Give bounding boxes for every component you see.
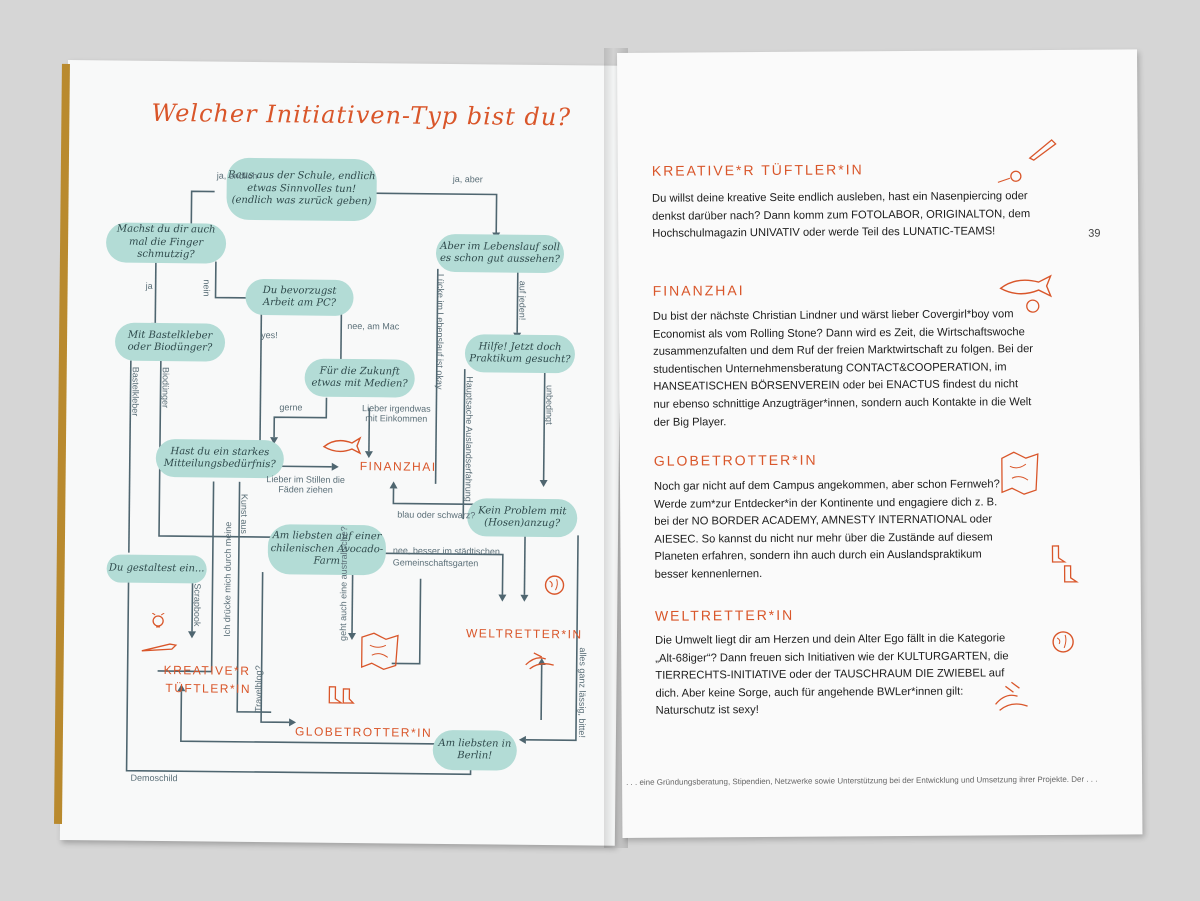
page-footer: . . . eine Gründungsberatung, Stipendien… (626, 774, 1098, 787)
label-scrapbook: Scrapbook (192, 583, 203, 627)
label-nee-mac: nee, am Mac (347, 320, 400, 332)
hands-icon (995, 681, 1028, 711)
left-page: Welcher Initiativen-Typ bist du? (53, 60, 623, 846)
label-nee-staedt: nee, besser im städtischen (392, 545, 500, 557)
section-heading-weltretter: WELTRETTER*IN (654, 606, 795, 624)
label-ja: ja (145, 280, 153, 291)
lightbulb-icon (997, 170, 1022, 183)
section-text-kreative: Du willst deine kreative Seite endlich a… (651, 190, 1031, 240)
map-icon (1001, 451, 1039, 495)
section-heading-globetrotter: GLOBETROTTER*IN (653, 451, 818, 469)
bubble-medien: Für die Zukunft etwas mit Medien? (304, 358, 415, 398)
section-heading-kreative: KREATIVE*R TÜFTLER*IN (651, 161, 864, 179)
label-demoschild: Demoschild (130, 772, 178, 784)
hands-icon (525, 652, 554, 670)
boots-icon (1051, 545, 1079, 583)
label-auslands: Hauptsache Auslandserfahrung (463, 376, 475, 502)
label-travelblog: Travelblog? (253, 665, 264, 713)
label-gemeinschaft: Gemeinschaftsgarten (392, 557, 479, 569)
bubble-lebenslauf: Aber im Lebenslauf soll es schon gut aus… (435, 233, 565, 274)
result-kreative: KREATIVE*R (163, 663, 251, 678)
label-ja-endlich: ja, endlich (216, 170, 258, 181)
label-gerne: gerne (279, 402, 303, 413)
globe-icon (1052, 631, 1074, 653)
label-unbedingt: unbedingt (544, 385, 555, 425)
page-number: 39 (1088, 227, 1101, 240)
section-text-globetrotter: Noch gar nicht auf dem Campus angekommen… (653, 478, 1000, 581)
label-auf-jeden: auf jeden! (517, 280, 528, 321)
result-globetrotter: GLOBETROTTER*IN (294, 724, 433, 740)
bubble-pc: Du bevorzugst Arbeit am PC? (245, 278, 354, 317)
pencil-icon (1028, 139, 1057, 161)
label-nein: nein (201, 279, 212, 297)
label-drucke: Ich drücke mich durch meine (221, 521, 234, 637)
bubble-praktikum: Hilfe! Jetzt doch Praktikum gesucht? (464, 334, 576, 374)
label-bastelkleber: Bastelkleber (130, 366, 141, 417)
bubble-bastel: Mit Bastelkleber oder Biodünger? (114, 322, 226, 362)
bubble-avocado: Am liebsten auf einer chilenischen Avoca… (267, 524, 387, 576)
result-weltretter: WELTRETTER*IN (465, 626, 583, 642)
label-ja-aber: ja, aber (452, 174, 483, 185)
result-finanzhai: FINANZHAI (359, 459, 437, 474)
bubble-berlin: Am liebsten in Berlin! (432, 729, 518, 771)
label-lieber-einkommen: Lieber irgendwas mit Einkommen (362, 403, 431, 424)
right-page: 39 KREATIVE*R TÜFTLER*IN Du willst deine… (617, 49, 1143, 838)
label-yes: yes! (261, 330, 278, 341)
bubble-hands: Machst du dir auch mal die Finger schmut… (105, 222, 227, 264)
label-kunst: Kunst aus (239, 493, 250, 534)
pencil-icon (141, 643, 178, 652)
shark-icon (322, 436, 362, 455)
map-icon (360, 632, 399, 671)
section-heading-finanzhai: FINANZHAI (652, 282, 745, 299)
bubble-start: Raus aus der Schule, endlich etwas Sinnv… (226, 157, 377, 222)
lightbulb-icon (151, 612, 165, 628)
boots-icon (328, 686, 355, 704)
flowchart-connectors (125, 190, 579, 776)
label-biodunger: Biodünger (160, 366, 171, 409)
label-australische: geht auch eine australische? (337, 526, 350, 641)
section-text-finanzhai: Du bist der nächste Christian Lindner un… (652, 308, 1034, 429)
label-laessig: alles ganz lässig, bitte! (576, 647, 588, 739)
result-tueftler: TÜFTLER*IN (165, 681, 252, 696)
label-stillen: Lieber im Stillen die Fäden ziehen (266, 474, 345, 495)
globe-icon (544, 575, 565, 595)
bubble-anzug: Kein Problem mit (Hosen)anzug? (467, 498, 578, 538)
bubble-gestaltest: Du gestaltest ein... (106, 554, 207, 584)
section-text-weltretter: Die Umwelt liegt dir am Herzen und dein … (655, 632, 1009, 718)
bubble-mitteilung: Hast du ein starkes Mitteilungsbedürfnis… (155, 438, 285, 479)
shark-icon (999, 274, 1053, 313)
label-blau: blau oder schwarz? (397, 509, 476, 521)
label-luecke: Lücke im Lebenslauf ist okay (434, 273, 446, 390)
